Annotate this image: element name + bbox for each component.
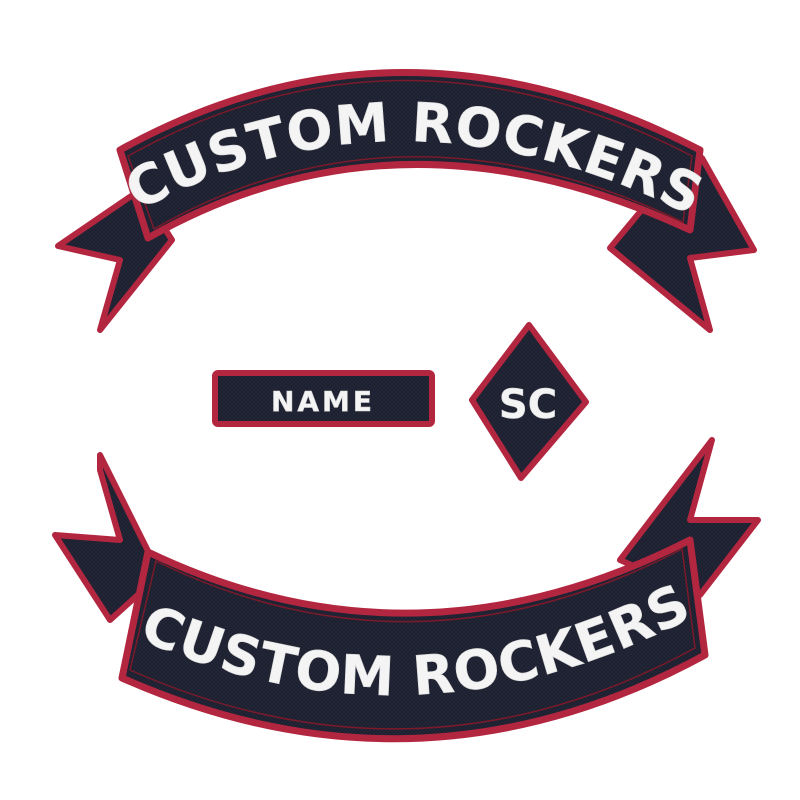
diamond-border xyxy=(469,322,589,481)
top-rocker-inner-edge xyxy=(127,79,693,231)
diamond-text: SC xyxy=(499,382,557,428)
bottom-rocker-banner xyxy=(118,536,709,743)
name-tab-patch: NAME xyxy=(212,370,435,427)
name-tab-border xyxy=(212,370,435,427)
diamond-patch: SC xyxy=(469,322,589,481)
bottom-rocker-patch: CUSTOM ROCKERS xyxy=(52,437,761,743)
name-tab-text: NAME xyxy=(271,385,375,418)
bottom-rocker-inner-edge xyxy=(129,547,696,730)
top-rocker-patch: CUSTOM ROCKERS xyxy=(55,69,757,333)
top-rocker-banner xyxy=(116,69,704,242)
